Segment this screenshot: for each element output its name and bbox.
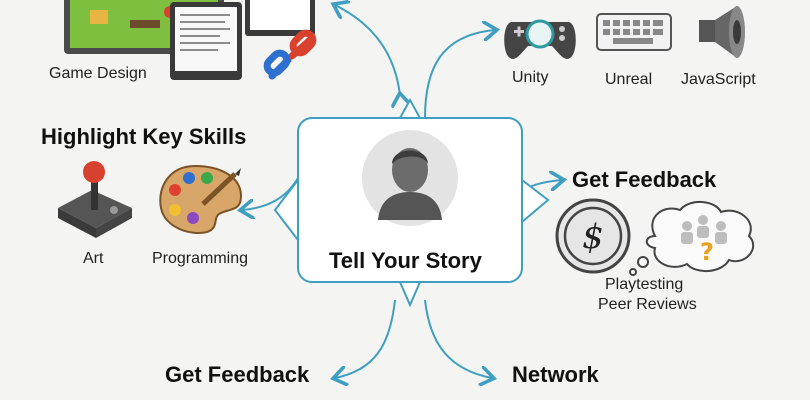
label-unreal: Unreal [605, 71, 653, 88]
label-peer-reviews: Peer Reviews [598, 296, 697, 313]
heading-highlight-key-skills: Highlight Key Skills [41, 124, 247, 149]
joystick-icon [58, 161, 132, 238]
chain-link-icon [263, 29, 317, 80]
svg-text:$: $ [582, 217, 604, 257]
connector-to-engines [424, 30, 495, 119]
keyboard-icon [596, 13, 672, 51]
gamepad-icon [504, 19, 576, 59]
thought-bubble-people-icon: ? [629, 201, 755, 276]
document-screen-icon [170, 2, 242, 80]
connector-to-game-design [335, 5, 400, 95]
heading-get-feedback-bottom: Get Feedback [165, 362, 310, 387]
label-playtesting: Playtesting [605, 276, 684, 293]
center-title: Tell Your Story [329, 248, 482, 273]
connector-to-network [424, 299, 492, 378]
heading-get-feedback-right: Get Feedback [572, 167, 717, 192]
label-javascript: JavaScript [681, 71, 756, 88]
paint-palette-icon [159, 164, 243, 234]
svg-text:?: ? [700, 238, 714, 266]
label-game-design: Game Design [49, 65, 147, 82]
speaker-icon [699, 6, 745, 58]
coin-dollar-icon: $ [555, 198, 631, 274]
label-programming: Programming [152, 250, 249, 267]
game-design-illustration [64, 0, 317, 80]
label-unity: Unity [512, 69, 549, 86]
person-avatar-icon [362, 130, 458, 226]
heading-network: Network [512, 362, 599, 387]
connector-to-feedback-bottom [335, 299, 396, 378]
label-art: Art [83, 250, 104, 267]
